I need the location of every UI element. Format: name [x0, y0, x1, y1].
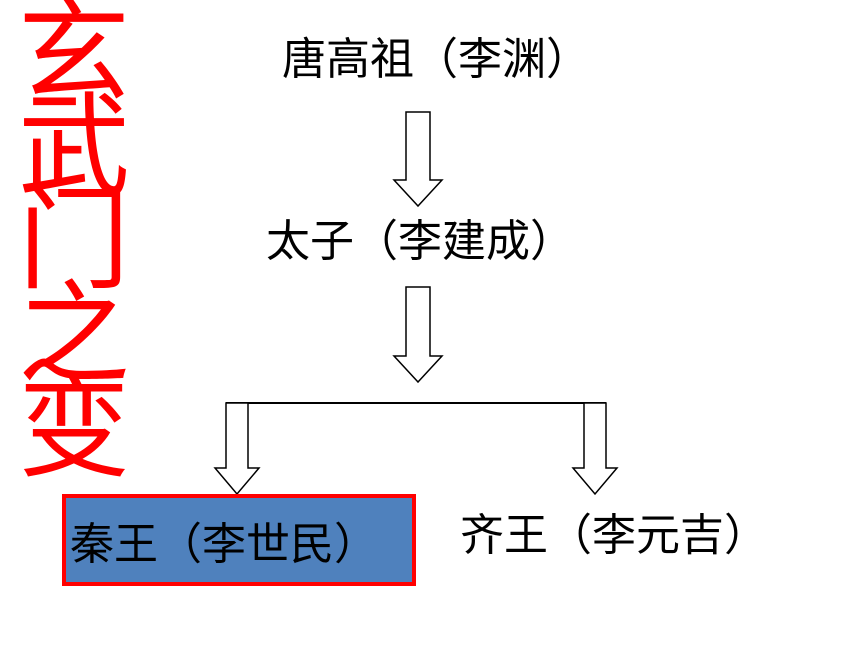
node-gaozu: 唐高祖（李渊）: [282, 34, 590, 85]
node-qiwang: 齐王（李元吉）: [460, 510, 768, 561]
side-title-char: 玄: [18, 0, 130, 118]
side-title-char: 门: [18, 176, 130, 306]
node-qinwang-label: 秦王（李世民）: [70, 519, 378, 570]
arrow-taizi-to-branch: [392, 286, 444, 384]
side-title-char: 变: [18, 364, 130, 494]
arrow-gaozu-to-taizi: [392, 111, 444, 208]
side-title-char: 武: [18, 82, 130, 212]
side-title-char: 之: [18, 270, 130, 400]
arrow-to-qiwang: [571, 402, 619, 496]
node-taizi: 太子（李建成）: [266, 216, 574, 267]
node-qinwang-highlighted: 秦王（李世民）: [62, 494, 416, 586]
arrow-to-qinwang: [213, 402, 261, 496]
side-title: 玄 武 门 之 变: [4, 0, 144, 494]
